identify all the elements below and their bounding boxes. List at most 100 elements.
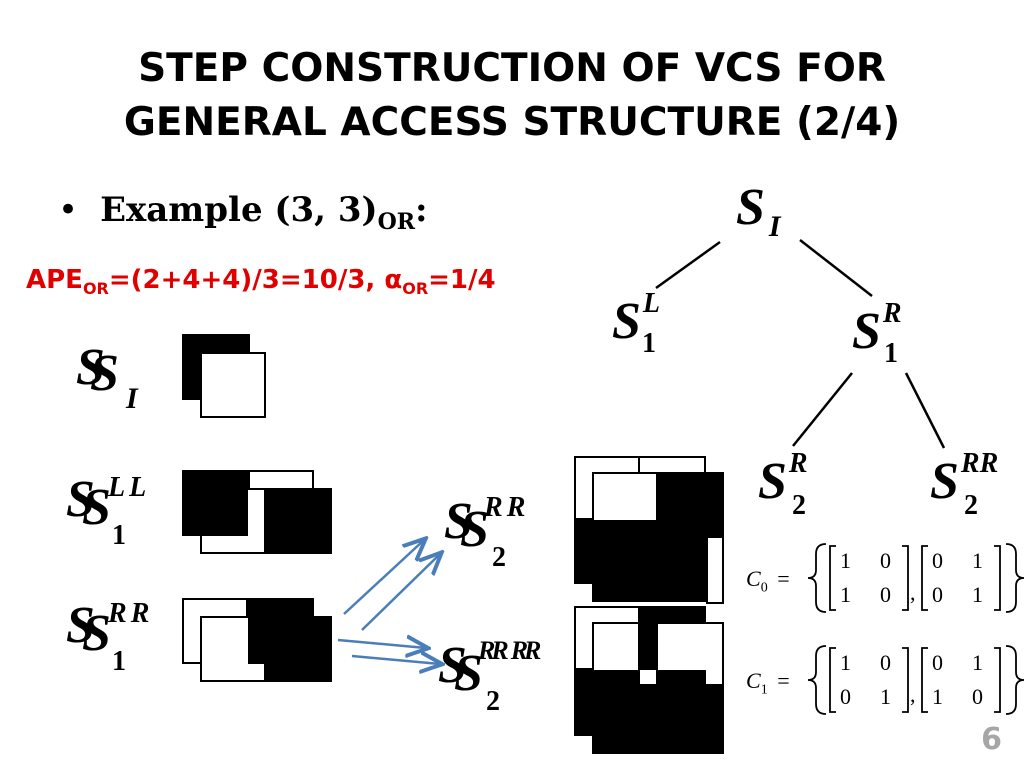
share-label-s2rr-sup-a: RR	[478, 636, 509, 665]
slide-title: STEP CONSTRUCTION OF VCS FOR GENERAL ACC…	[0, 42, 1024, 150]
c0-right-brace	[1005, 543, 1024, 613]
tree-node-right-left-sub: 2	[792, 490, 806, 521]
tree-node-right-sub: 1	[884, 338, 898, 369]
c0-m1-r2c1: 1	[840, 582, 851, 607]
tree-node-right: SR 1	[852, 300, 902, 368]
tree-node-right-left-sup: R	[788, 448, 808, 479]
share-label-s1r-sub: 1	[112, 646, 126, 677]
c1-m1-r2c2: 1	[880, 684, 891, 709]
tree-node-left: SL 1	[612, 290, 660, 358]
c0-equals: =	[777, 566, 790, 591]
c0-m1-r2c2: 0	[880, 582, 891, 607]
c1-m2-r2c1: 1	[932, 684, 943, 709]
slide-title-line-1: STEP CONSTRUCTION OF VCS FOR	[138, 46, 886, 91]
alpha-symbol: α	[384, 265, 403, 295]
s2rr-black-4	[656, 670, 706, 690]
c1-right-brace	[1005, 645, 1024, 715]
c0-comma: ,	[910, 580, 916, 605]
share-pattern-s2rr	[574, 606, 724, 754]
s1l-black-square-left	[182, 470, 248, 536]
c0-m2-right-bracket	[994, 545, 1001, 611]
share-label-si-ghost: S	[76, 339, 105, 396]
page-number: 6	[981, 722, 1002, 757]
share-label-s1r-sup-a: R	[108, 598, 127, 629]
tree-node-root-base: S	[736, 179, 765, 236]
share-label-si: S S I	[76, 342, 156, 422]
share-pattern-s2r	[574, 456, 724, 604]
tree-node-right-left: SR 2	[758, 450, 808, 520]
share-label-s1l-sup-a: L	[108, 472, 125, 503]
share-label-s2r-sub: 2	[492, 542, 506, 573]
c1-m2-right-bracket	[994, 647, 1001, 713]
share-label-s1l-sub: 1	[112, 520, 126, 551]
c0-m1-r1c2: 0	[880, 548, 891, 573]
arrow-to-s2r-1	[343, 540, 424, 615]
slide-title-line-2: GENERAL ACCESS STRUCTURE (2/4)	[123, 100, 901, 145]
share-label-s2r-sup-b: R	[506, 492, 526, 523]
bullet-dot-icon: •	[58, 190, 79, 230]
c1-comma: ,	[910, 682, 916, 707]
share-label-si-sub: I	[126, 382, 138, 415]
c1-equals: =	[777, 668, 790, 693]
c0-m2-r2c1: 0	[932, 582, 943, 607]
ape-expression: =(2+4+4)/3=10/3,	[108, 265, 385, 295]
c1-m1-right-bracket	[902, 647, 909, 713]
c0-m2-left-bracket	[921, 545, 928, 611]
c1-label-letter: C	[746, 668, 761, 693]
c1-m1-r1c1: 1	[840, 650, 851, 675]
si-white-square	[200, 352, 266, 418]
bullet-colon: :	[415, 190, 428, 230]
c1-m2-left-bracket	[921, 647, 928, 713]
ape-subscript: OR	[82, 279, 109, 299]
c1-m1-left-bracket	[829, 647, 836, 713]
c1-m2-r1c1: 0	[932, 650, 943, 675]
tree-node-left-sub: 1	[642, 328, 656, 359]
ape-prefix: APE	[26, 265, 83, 295]
share-label-s1r-base: S	[82, 605, 111, 662]
c1-m1-r1c2: 0	[880, 650, 891, 675]
c0-m1-r1c1: 1	[840, 548, 851, 573]
tree-node-right-base: S	[852, 303, 881, 360]
c1-m1-r2c1: 0	[840, 684, 851, 709]
s1l-black-square-right	[266, 488, 332, 554]
tree-edge-root-right	[799, 239, 873, 297]
alpha-value: =1/4	[428, 265, 496, 295]
tree-node-left-base: S	[612, 293, 641, 350]
tree-node-right-right-sup: RR	[960, 448, 999, 479]
share-label-s2r-base: S	[460, 501, 489, 558]
tree-node-left-sup: L	[642, 288, 661, 319]
share-label-s2rr-sup-b: RR	[510, 636, 542, 665]
c0-m2-r1c1: 0	[932, 548, 943, 573]
bullet-subscript: OR	[377, 208, 416, 235]
s2r-white-4	[706, 536, 724, 604]
tree-edge-right-left	[792, 372, 853, 447]
c1-label: C1 =	[746, 668, 790, 698]
c0-m2-r1c2: 1	[972, 548, 983, 573]
share-label-s1l-ghost: S	[66, 471, 95, 528]
bullet-example: • Example (3, 3)OR:	[58, 190, 428, 235]
share-pattern-si	[182, 334, 268, 418]
share-label-s1l-base: S	[82, 479, 111, 536]
arrow-to-s2rr-1	[337, 640, 426, 648]
ape-formula: APEOR=(2+4+4)/3=10/3, αOR=1/4	[26, 265, 496, 298]
share-pattern-s1l	[182, 470, 332, 554]
arrow-to-s2rr-2	[351, 656, 440, 664]
tree-node-right-right-sub: 2	[964, 490, 978, 521]
tree-edge-root-left	[655, 240, 721, 290]
c0-left-brace	[807, 543, 827, 613]
share-label-s1r-sup-b: R	[130, 598, 150, 629]
c0-label: C0 =	[746, 566, 790, 596]
c0-label-sub: 0	[760, 580, 768, 596]
s2r-black-3	[592, 536, 706, 602]
bullet-text: Example (3, 3)	[100, 190, 378, 230]
share-label-s1r-ghost: S	[66, 597, 95, 654]
tree-node-root-sub: I	[768, 210, 781, 243]
